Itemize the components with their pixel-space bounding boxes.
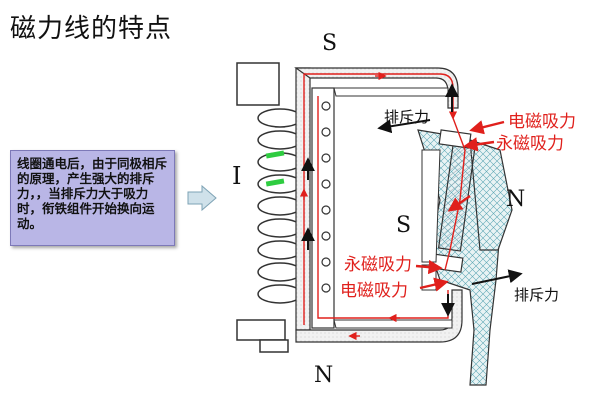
bobbin-top-cap — [236, 62, 280, 106]
label-electro-attract-bottom: 电磁吸力 — [340, 281, 408, 301]
yoke-frame — [294, 67, 459, 109]
page-title: 磁力线的特点 — [10, 14, 173, 44]
label-repel-bottom: 排斥力 — [514, 286, 559, 304]
pole-n-bottom: N — [314, 363, 333, 388]
coil-former — [295, 67, 311, 331]
coil-windings — [257, 108, 303, 304]
current-label: I — [232, 162, 241, 190]
pointer-arrow — [187, 184, 217, 212]
pole-s-top: S — [322, 31, 337, 56]
inner-springs — [321, 101, 331, 293]
coil-highlight-2 — [265, 178, 285, 187]
attraction-arrows — [415, 120, 505, 292]
pole-n-right: N — [506, 187, 525, 212]
coil-highlight-1 — [265, 150, 285, 159]
label-repel-top: 排斥力 — [384, 108, 429, 126]
label-electro-attract-top: 电磁吸力 — [508, 112, 576, 132]
label-perm-attract-bottom: 永磁吸力 — [344, 255, 412, 275]
repulsion-arrows — [301, 83, 523, 317]
pole-s-mid: S — [396, 213, 411, 238]
explanation-note: 线圈通电后，由于同极相斥的原理，产生强大的排斥力，，当排斥力大于吸力时，衔铁组件… — [10, 150, 175, 246]
label-perm-attract-top: 永磁吸力 — [496, 134, 564, 154]
bobbin-bottom-cap — [236, 319, 286, 341]
